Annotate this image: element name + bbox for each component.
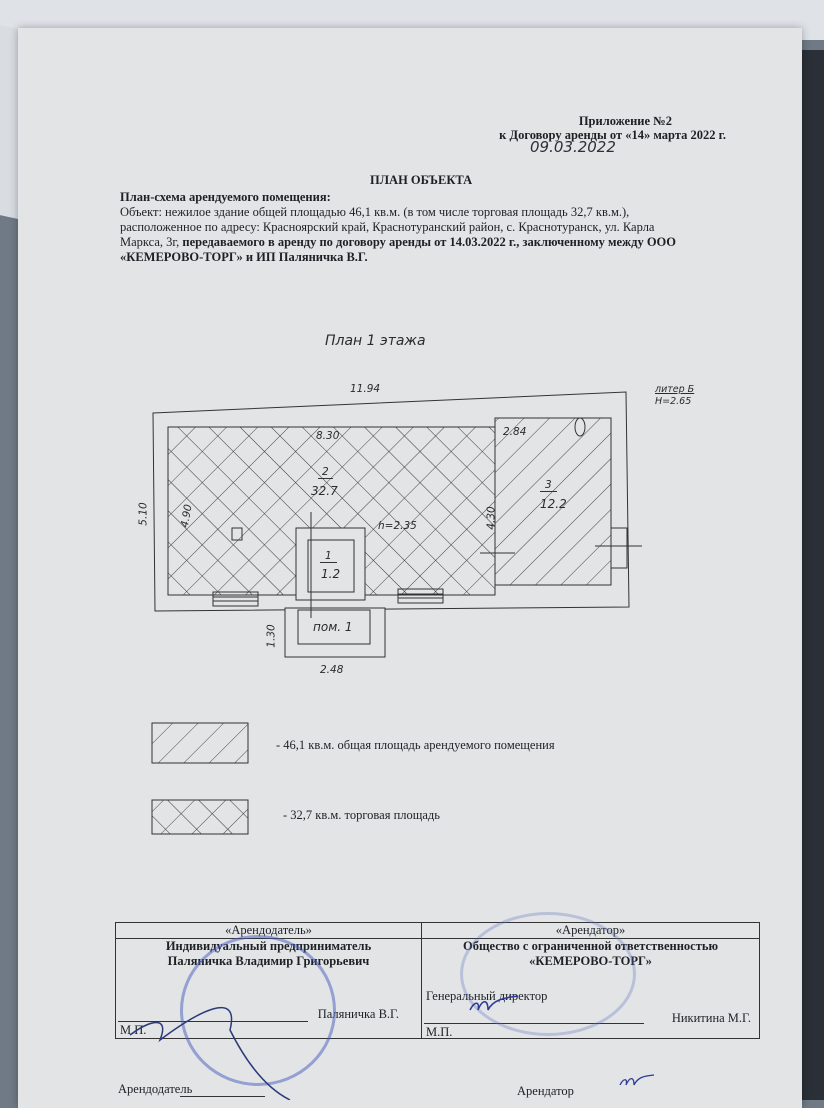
- landlord-signer: Паляничка В.Г.: [317, 1007, 399, 1021]
- ceiling-height: h=2.35: [378, 520, 417, 532]
- dimension-label: 1.30: [265, 624, 278, 648]
- body-line-bold: передаваемого в аренду по договору аренд…: [182, 235, 676, 249]
- body-line: расположенное по адресу: Красноярский кр…: [120, 220, 655, 234]
- stairs: [397, 588, 444, 604]
- footer-tenant-label: Арендатор: [517, 1084, 574, 1098]
- room-1-area: 1.2: [321, 567, 341, 581]
- room-3: [494, 417, 612, 586]
- tenant-signer: Никитина М.Г.: [671, 1011, 751, 1025]
- body-line: Объект: нежилое здание общей площадью 46…: [120, 205, 630, 219]
- contract-reference: к Договору аренды от «14» марта 2022 г.: [499, 128, 726, 142]
- dimension-label: 11.94: [350, 383, 381, 395]
- dimension-label: 5.10: [137, 502, 150, 526]
- dimension-label: 2.84: [503, 426, 527, 438]
- stairs: [212, 591, 259, 607]
- subtitle: План-схема арендуемого помещения:: [120, 190, 331, 204]
- door: [610, 527, 628, 569]
- outer-wall: [152, 391, 630, 612]
- column: [231, 527, 243, 541]
- room-1-number: 1: [320, 550, 337, 563]
- legend-swatch-diagonal: [151, 722, 249, 764]
- legend-item-total: - 46,1 кв.м. общая площадь арендуемого п…: [276, 738, 555, 752]
- toilet: [574, 417, 586, 437]
- room-1: [307, 539, 355, 593]
- legend-swatches: [151, 722, 249, 835]
- landlord-header: «Арендодатель»: [115, 922, 422, 939]
- legend-swatch-crosshatch: [151, 799, 249, 835]
- porch-label: пом. 1: [313, 620, 353, 634]
- appendix-number: Приложение №2: [578, 114, 672, 128]
- room-2-area: 32.7: [311, 484, 338, 498]
- dimension-label: 4.30: [485, 506, 498, 530]
- room-2-number: 2: [318, 466, 333, 479]
- dimension-label: 2.48: [320, 664, 344, 676]
- landlord-seal-label: М.П.: [120, 1023, 147, 1037]
- handwritten-date: 09.03.2022: [530, 138, 616, 156]
- tenant-stamp: [460, 912, 636, 1036]
- page-title: ПЛАН ОБЪЕКТА: [370, 173, 473, 187]
- room-3-area: 12.2: [540, 497, 567, 511]
- footer-landlord-label: Арендодатель: [118, 1082, 193, 1096]
- body-line-bold: «КЕМЕРОВО-ТОРГ» и ИП Паляничка В.Г.: [120, 250, 368, 264]
- signature-line: [180, 1096, 265, 1097]
- dimension-label: 8.30: [316, 430, 340, 442]
- liter-label: литер Б: [655, 384, 695, 395]
- height-label: H=2.65: [655, 396, 692, 407]
- landlord-stamp: [180, 935, 336, 1086]
- tenant-seal-label: М.П.: [426, 1025, 453, 1039]
- porch-inner: [297, 609, 371, 645]
- room-3-number: 3: [540, 479, 557, 492]
- plan-title: План 1 этажа: [325, 333, 426, 349]
- porch-outer: [284, 607, 386, 658]
- legend-item-retail: - 32,7 кв.м. торговая площадь: [283, 808, 440, 822]
- body-line: Маркса, 3г,: [120, 235, 183, 249]
